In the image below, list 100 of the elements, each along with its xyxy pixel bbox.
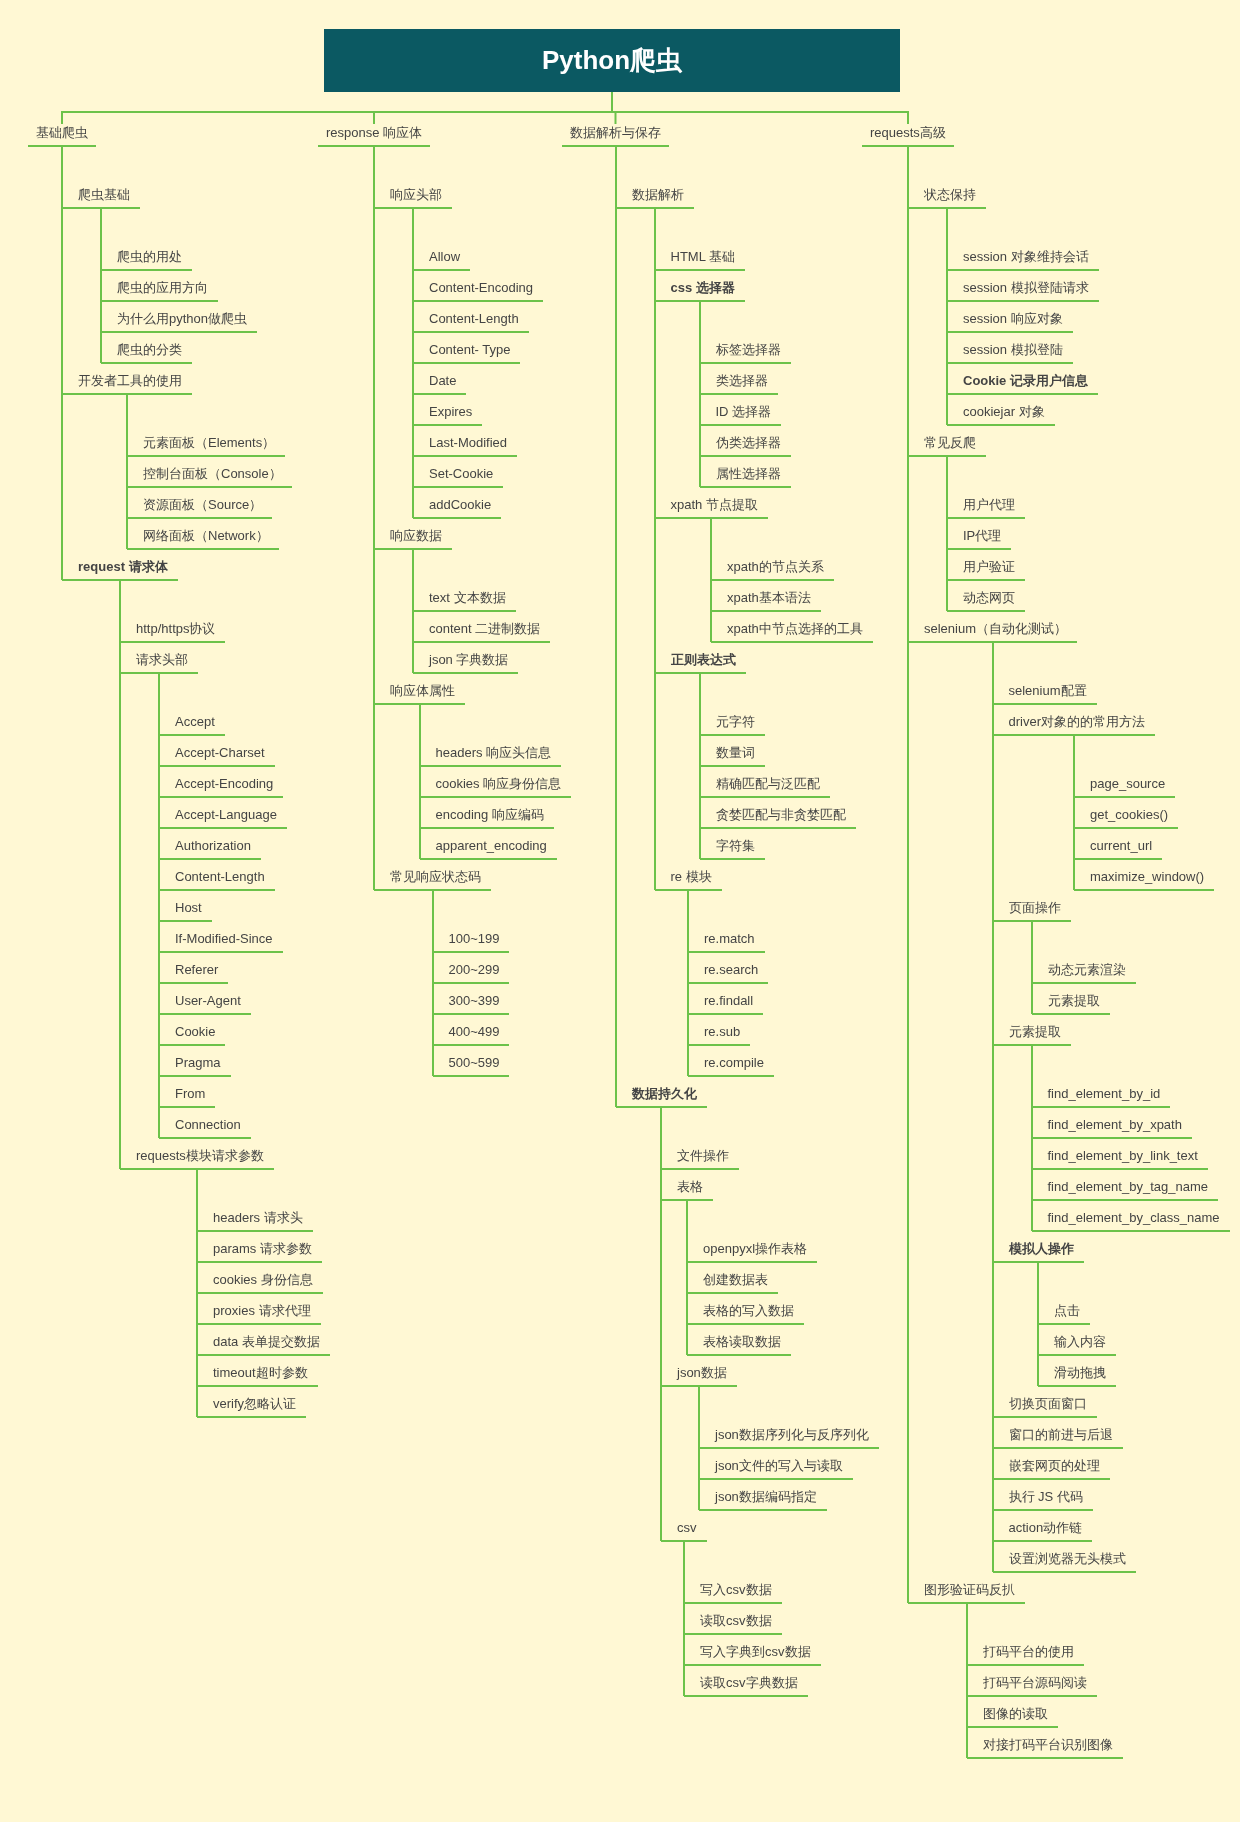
topic-label: Connection: [159, 1116, 251, 1139]
topic-label: 响应头部: [374, 186, 452, 209]
connector-line: [419, 703, 421, 860]
topic-label: get_cookies(): [1074, 806, 1179, 829]
topic-label: maximize_window(): [1074, 868, 1215, 891]
topic-label: Accept-Charset: [159, 744, 275, 767]
topic-label: requests高级: [862, 124, 954, 147]
topic-label: xpath基本语法: [711, 589, 821, 612]
topic-label: find_element_by_xpath: [1031, 1116, 1192, 1139]
connector-line: [126, 393, 128, 550]
topic-label: 状态保持: [908, 186, 986, 209]
topic-label: 用户验证: [947, 558, 1025, 581]
topic-label: 100~199: [432, 930, 510, 953]
topic-label: Content- Type: [413, 341, 521, 364]
topic-label: 表格读取数据: [687, 1333, 791, 1356]
connector-line: [698, 1385, 700, 1511]
connector-line: [1031, 920, 1033, 1015]
topic-label: re.findall: [688, 992, 764, 1015]
topic-label: 用户代理: [947, 496, 1025, 519]
topic-label: 模拟人操作: [992, 1240, 1084, 1263]
topic-label: 字符集: [700, 837, 765, 860]
topic-label: headers 请求头: [197, 1209, 313, 1232]
topic-label: 元字符: [700, 713, 765, 736]
topic-label: 打码平台的使用: [966, 1643, 1084, 1666]
topic-label: 数据持久化: [615, 1085, 707, 1108]
topic-label: IP代理: [947, 527, 1012, 550]
topic-label: page_source: [1074, 775, 1176, 798]
topic-label: text 文本数据: [413, 589, 516, 612]
connector-line: [687, 889, 689, 1077]
topic-label: Accept-Encoding: [159, 775, 284, 798]
connector-line: [1031, 1044, 1033, 1232]
topic-label: find_element_by_id: [1031, 1085, 1171, 1108]
topic-label: 窗口的前进与后退: [992, 1426, 1123, 1449]
topic-label: 页面操作: [992, 899, 1071, 922]
topic-label: 元素提取: [992, 1023, 1071, 1046]
topic-label: 200~299: [432, 961, 510, 984]
topic-label: 类选择器: [699, 372, 778, 395]
topic-label: xpath中节点选择的工具: [711, 620, 873, 643]
topic-label: Cookie: [159, 1023, 226, 1046]
topic-label: content 二进制数据: [413, 620, 551, 643]
topic-label: 为什么用python做爬虫: [101, 310, 258, 333]
topic-label: json数据编码指定: [699, 1488, 827, 1511]
topic-label: json文件的写入与读取: [699, 1457, 853, 1480]
topic-label: 数据解析与保存: [562, 124, 669, 147]
topic-label: xpath的节点关系: [711, 558, 834, 581]
topic-label: 500~599: [432, 1054, 510, 1077]
topic-label: requests模块请求参数: [120, 1147, 274, 1170]
topic-label: 爬虫基础: [62, 186, 140, 209]
topic-label: Pragma: [159, 1054, 231, 1077]
connector-line: [1073, 734, 1075, 891]
topic-label: 嵌套网页的处理: [992, 1457, 1110, 1480]
topic-label: 常见反爬: [908, 434, 986, 457]
topic-label: 滑动拖拽: [1038, 1364, 1116, 1387]
topic-label: css 选择器: [654, 279, 745, 302]
topic-label: action动作链: [992, 1519, 1093, 1542]
connector-line: [100, 207, 102, 364]
topic-label: 请求头部: [120, 651, 198, 674]
topic-label: find_element_by_class_name: [1031, 1209, 1230, 1232]
topic-label: Accept-Language: [159, 806, 287, 829]
topic-label: selenium配置: [992, 682, 1097, 705]
topic-label: openpyxl操作表格: [687, 1240, 818, 1263]
topic-label: 开发者工具的使用: [62, 372, 192, 395]
topic-label: 动态网页: [947, 589, 1025, 612]
topic-label: 网络面板（Network）: [127, 527, 279, 550]
topic-label: 写入csv数据: [684, 1581, 782, 1604]
topic-label: json数据序列化与反序列化: [699, 1426, 879, 1449]
connector-line: [699, 300, 701, 488]
topic-label: 执行 JS 代码: [992, 1488, 1093, 1511]
topic-label: 文件操作: [661, 1147, 739, 1170]
topic-label: 表格: [661, 1178, 713, 1201]
topic-label: 读取csv字典数据: [684, 1674, 808, 1697]
connector-line: [432, 889, 434, 1077]
topic-label: 切换页面窗口: [992, 1395, 1097, 1418]
topic-label: 写入字典到csv数据: [684, 1643, 821, 1666]
topic-label: ID 选择器: [699, 403, 782, 426]
topic-label: If-Modified-Since: [159, 930, 283, 953]
topic-label: verify忽略认证: [197, 1395, 307, 1418]
connector-line: [1037, 1261, 1039, 1387]
topic-label: current_url: [1074, 837, 1163, 860]
topic-label: 爬虫的应用方向: [101, 279, 218, 302]
connector-line: [966, 1602, 968, 1759]
topic-label: 伪类选择器: [699, 434, 791, 457]
topic-label: 400~499: [432, 1023, 510, 1046]
topic-label: find_element_by_link_text: [1031, 1147, 1208, 1170]
topic-label: 控制台面板（Console）: [127, 465, 292, 488]
topic-label: json数据: [661, 1364, 737, 1387]
topic-label: addCookie: [413, 496, 502, 519]
topic-label: 点击: [1038, 1302, 1090, 1325]
topic-label: User-Agent: [159, 992, 251, 1015]
topic-label: Content-Length: [413, 310, 529, 333]
topic-label: re.match: [688, 930, 765, 953]
topic-label: find_element_by_tag_name: [1031, 1178, 1218, 1201]
topic-label: session 响应对象: [947, 310, 1073, 333]
topic-label: 输入内容: [1038, 1333, 1116, 1356]
topic-label: Authorization: [159, 837, 261, 860]
topic-label: From: [159, 1085, 216, 1108]
topic-label: 资源面板（Source）: [127, 496, 273, 519]
topic-label: 读取csv数据: [684, 1612, 782, 1635]
topic-label: 贪婪匹配与非贪婪匹配: [700, 806, 856, 829]
topic-label: 打码平台源码阅读: [966, 1674, 1097, 1697]
